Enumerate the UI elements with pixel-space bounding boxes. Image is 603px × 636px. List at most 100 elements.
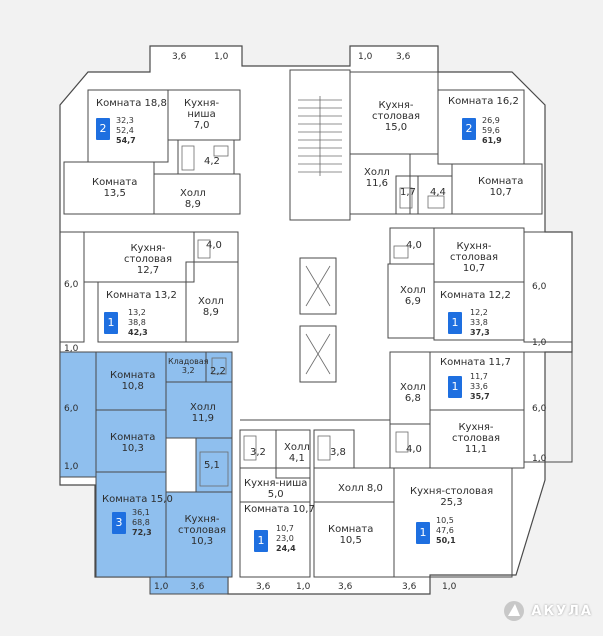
- total-with-balcony: 61,9: [482, 136, 502, 145]
- room-count-badge: 1: [448, 376, 462, 398]
- balcony-label: 3,6: [396, 52, 411, 62]
- balcony-label: 6,0: [64, 280, 79, 290]
- room-count-badge: 1: [416, 522, 430, 544]
- room-count-badge: 1: [254, 530, 268, 552]
- balcony-label: 1,0: [214, 52, 229, 62]
- living-area: 26,9: [482, 116, 500, 125]
- total-area: 59,6: [482, 126, 500, 135]
- total-area: 47,6: [436, 526, 454, 535]
- total-with-balcony: 42,3: [128, 328, 148, 337]
- area-stats: 32,3 52,4 54,7: [116, 116, 136, 146]
- balcony-label: 1,0: [358, 52, 373, 62]
- room-label: Комната 10,7: [478, 176, 524, 198]
- selected-apartment[interactable]: [59, 351, 233, 595]
- brand-logo: АКУЛА: [503, 600, 593, 622]
- balcony-label: 1,0: [532, 454, 547, 464]
- total-with-balcony: 24,4: [276, 544, 296, 553]
- room-kitchen-10-3: [165, 491, 233, 578]
- room-label: Комната 10,5: [328, 524, 374, 546]
- room-label: 4,0: [206, 240, 222, 251]
- room-label: Холл 6,8: [400, 382, 426, 404]
- bc-room: [239, 501, 311, 578]
- lm-hall: [185, 261, 239, 343]
- stairs-hatch: [298, 96, 342, 176]
- room-label: Кухня- столовая 12,7: [124, 243, 172, 276]
- room-count-badge: 2: [462, 118, 476, 140]
- living-area: 11,7: [470, 372, 488, 381]
- total-with-balcony: 50,1: [436, 536, 456, 545]
- area-stats: 11,7 33,6 35,7: [470, 372, 490, 402]
- balcony-label: 6,0: [532, 404, 547, 414]
- room-label: Комната 10,7: [244, 504, 315, 515]
- core-elevator-1: [299, 257, 337, 315]
- area-stats: 26,9 59,6 61,9: [482, 116, 502, 146]
- room-label: Комната 13,5: [92, 177, 138, 199]
- area-stats: 36,1 68,8 72,3: [132, 508, 152, 538]
- room-label: Холл 11,9: [190, 402, 216, 424]
- area-stats: 10,5 47,6 50,1: [436, 516, 456, 546]
- room-label: 4,4: [430, 187, 446, 198]
- balcony-label: 1,0: [64, 344, 79, 354]
- living-area: 10,7: [276, 524, 294, 533]
- room-label: Комната 18,8: [96, 98, 167, 109]
- balcony-selected-bottom: [149, 576, 229, 595]
- room-label: Холл 11,6: [364, 167, 390, 189]
- room-label: Кухня- столовая 15,0: [372, 100, 420, 133]
- area-stats: 13,2 38,8 42,3: [128, 308, 148, 338]
- room-label: Комната 10,3: [110, 432, 156, 454]
- rm-balcony: [523, 231, 573, 343]
- total-area: 33,8: [470, 318, 488, 327]
- total-area: 23,0: [276, 534, 294, 543]
- room-label: Холл 6,9: [400, 285, 426, 307]
- room-label: Холл 8,9: [180, 188, 206, 210]
- living-area: 32,3: [116, 116, 134, 125]
- room-komnata-15-0: [95, 471, 167, 578]
- balcony-label: 1,0: [296, 582, 311, 592]
- room-label: Кухня- столовая 10,3: [178, 514, 226, 547]
- room-label: Кладовая 3,2: [168, 357, 209, 375]
- room-label: Комната 10,8: [110, 370, 156, 392]
- balcony-label: 6,0: [532, 282, 547, 292]
- balcony-label: 3,6: [256, 582, 271, 592]
- room-count-badge: 1: [448, 312, 462, 334]
- rl-balcony: [523, 351, 573, 463]
- room-label: Кухня-столовая 25,3: [410, 486, 494, 508]
- total-area: 33,6: [470, 382, 488, 391]
- room-label: Комната 11,7: [440, 357, 511, 368]
- room-label: 4,2: [204, 156, 220, 167]
- total-area: 38,8: [128, 318, 146, 327]
- room-label: Кухня- столовая 10,7: [450, 241, 498, 274]
- total-area: 52,4: [116, 126, 134, 135]
- brand-name: АКУЛА: [531, 603, 593, 619]
- room-label: 5,1: [204, 460, 220, 471]
- balcony-label: 1,0: [442, 582, 457, 592]
- lm-balcony: [59, 231, 85, 343]
- balcony-label: 3,6: [338, 582, 353, 592]
- living-area: 10,5: [436, 516, 454, 525]
- room-label: Комната 13,2: [106, 290, 177, 301]
- room-label: Комната 16,2: [448, 96, 519, 107]
- balcony-label: 3,6: [402, 582, 417, 592]
- total-with-balcony: 54,7: [116, 136, 136, 145]
- room-label: Комната 12,2: [440, 290, 511, 301]
- room-label: 1,7: [400, 187, 416, 198]
- balcony-label: 6,0: [64, 404, 79, 414]
- room-count-badge: 2: [96, 118, 110, 140]
- room-label: 3,8: [330, 447, 346, 458]
- tr-room-10-7: [451, 163, 543, 215]
- room-label: Холл 8,9: [198, 296, 224, 318]
- room-komnata-10-8: [95, 351, 167, 411]
- room-label: Кухня-ниша 5,0: [244, 478, 308, 500]
- core-elevator-2: [299, 325, 337, 383]
- balcony-selected-left: [59, 351, 97, 478]
- room-count-badge: 1: [104, 312, 118, 334]
- room-bath-2-2: [205, 351, 233, 383]
- room-label: 4,0: [406, 240, 422, 251]
- balcony-label: 3,6: [190, 582, 205, 592]
- living-area: 13,2: [128, 308, 146, 317]
- room-hall-11-9: [165, 381, 233, 439]
- total-with-balcony: 35,7: [470, 392, 490, 401]
- room-label: 2,2: [210, 366, 226, 377]
- shark-fin-icon: [504, 601, 525, 621]
